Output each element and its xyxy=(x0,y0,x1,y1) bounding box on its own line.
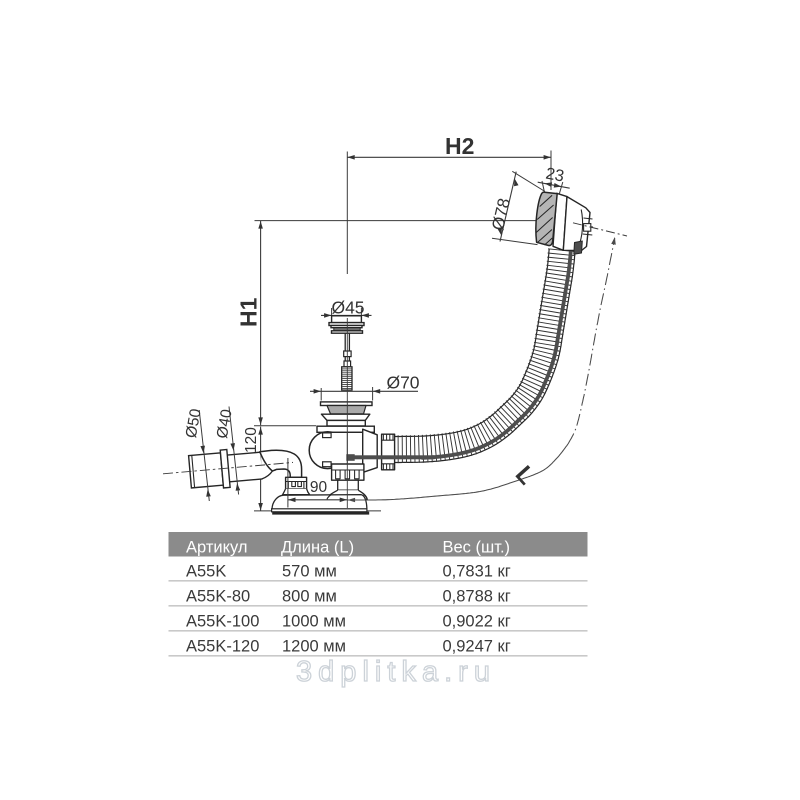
svg-text:Ø40: Ø40 xyxy=(214,408,236,440)
svg-text:Ø70: Ø70 xyxy=(386,373,419,393)
svg-text:800 мм: 800 мм xyxy=(282,587,337,605)
svg-text:Ø78: Ø78 xyxy=(488,196,514,232)
svg-text:0,7831 кг: 0,7831 кг xyxy=(443,562,511,580)
svg-text:0,9022 кг: 0,9022 кг xyxy=(443,612,511,630)
svg-text:0,8788 кг: 0,8788 кг xyxy=(443,587,511,605)
svg-text:H2: H2 xyxy=(445,133,474,159)
svg-text:1200 мм: 1200 мм xyxy=(282,637,346,655)
svg-text:Артикул: Артикул xyxy=(186,538,248,556)
svg-text:L: L xyxy=(510,461,540,490)
svg-text:Ø45: Ø45 xyxy=(331,297,364,317)
svg-text:H1: H1 xyxy=(236,297,262,327)
svg-text:Длина (L): Длина (L) xyxy=(281,538,354,556)
svg-text:A55K-120: A55K-120 xyxy=(186,637,259,655)
svg-text:1000 мм: 1000 мм xyxy=(282,612,346,630)
svg-text:90: 90 xyxy=(310,479,328,496)
svg-text:Ø50: Ø50 xyxy=(183,407,205,439)
svg-text:Вес (шт.): Вес (шт.) xyxy=(443,538,511,556)
svg-text:0,9247 кг: 0,9247 кг xyxy=(443,637,511,655)
svg-text:A55K-100: A55K-100 xyxy=(186,612,259,630)
svg-text:3dplitka.ru: 3dplitka.ru xyxy=(296,656,490,688)
svg-text:23: 23 xyxy=(544,165,565,186)
svg-text:A55K: A55K xyxy=(186,562,226,580)
svg-text:570 мм: 570 мм xyxy=(282,562,337,580)
svg-text:A55K-80: A55K-80 xyxy=(186,587,250,605)
svg-text:120: 120 xyxy=(243,427,260,453)
